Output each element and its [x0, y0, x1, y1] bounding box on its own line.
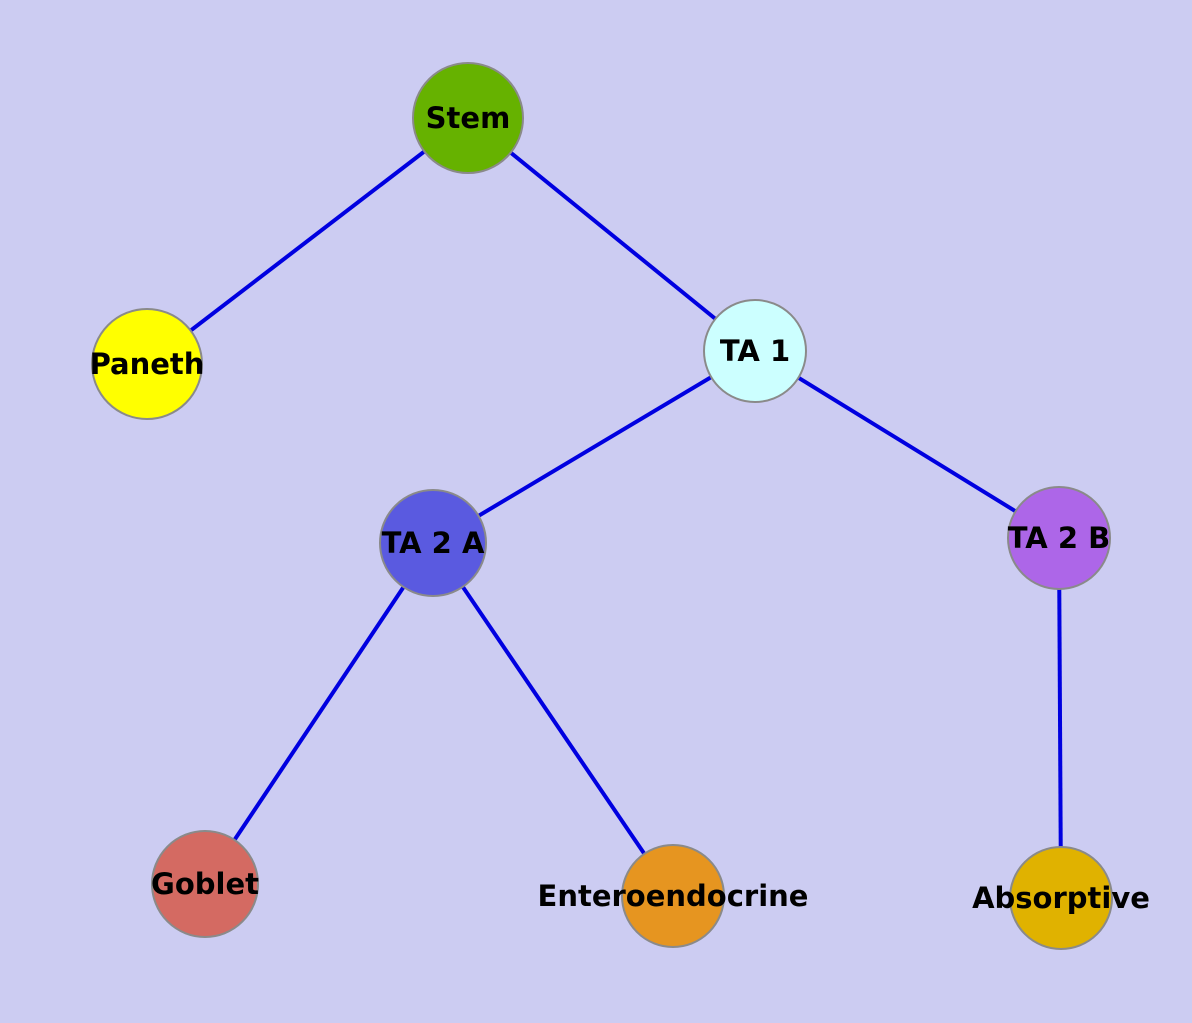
edge-ta2b-absorptive — [1057, 537, 1063, 899]
node-circle-stem — [412, 62, 524, 174]
edge-ta2a-enteroendocrine — [431, 541, 675, 898]
edge-stem-paneth — [145, 116, 470, 366]
node-label-enteroendocrine: Enteroendocrine — [538, 879, 809, 913]
edge-ta2a-goblet — [203, 541, 435, 886]
edges-layer — [145, 116, 1063, 899]
node-paneth: Paneth — [90, 308, 205, 420]
node-ta1: TA 1 — [703, 299, 807, 403]
node-circle-goblet — [151, 830, 259, 938]
node-label-absorptive: Absorptive — [972, 881, 1150, 915]
node-circle-paneth — [91, 308, 203, 420]
node-goblet: Goblet — [151, 830, 259, 938]
node-absorptive: Absorptive — [972, 846, 1150, 950]
node-label-goblet: Goblet — [151, 867, 259, 901]
node-circle-absorptive — [1009, 846, 1113, 950]
node-stem: Stem — [412, 62, 524, 174]
edge-ta1-ta2a — [431, 349, 757, 545]
node-label-ta2a: TA 2 A — [382, 526, 485, 560]
node-label-stem: Stem — [426, 101, 511, 135]
node-label-ta1: TA 1 — [720, 334, 790, 368]
edge-stem-ta1 — [466, 116, 757, 353]
node-ta2b: TA 2 B — [1007, 486, 1111, 590]
node-circle-ta2a — [379, 489, 487, 597]
node-circle-ta2b — [1007, 486, 1111, 590]
node-circle-enteroendocrine — [621, 844, 725, 948]
node-circle-ta1 — [703, 299, 807, 403]
node-label-paneth: Paneth — [90, 347, 205, 381]
edge-ta1-ta2b — [753, 349, 1061, 540]
node-label-ta2b: TA 2 B — [1008, 521, 1110, 555]
node-ta2a: TA 2 A — [379, 489, 487, 597]
node-enteroendocrine: Enteroendocrine — [538, 844, 809, 948]
